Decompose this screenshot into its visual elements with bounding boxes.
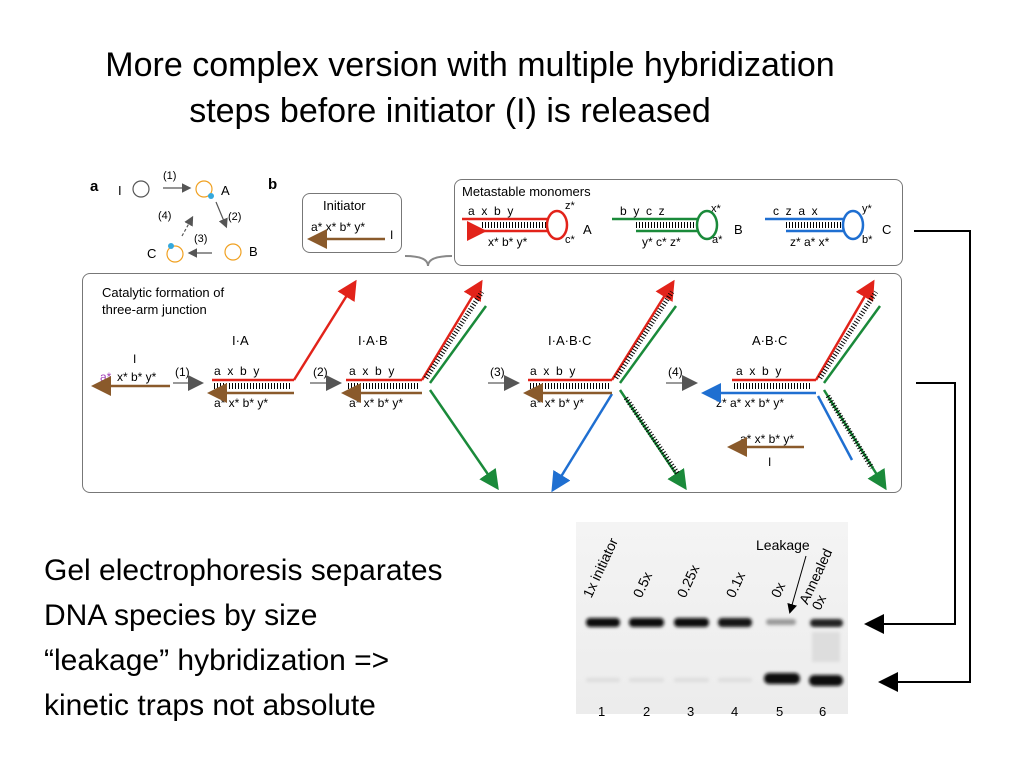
lane1-number: 1 (598, 704, 606, 719)
monomer-b-top-seq: b y c z (620, 204, 665, 218)
initiator-box-title: Initiator (323, 198, 366, 213)
panel-b-letter: b (268, 176, 278, 193)
monomers-box-title: Metastable monomers (462, 184, 591, 199)
lane2-number: 2 (643, 704, 651, 719)
band-lane5-low (764, 673, 800, 684)
node-b-label: B (249, 244, 258, 259)
node-c-label: C (147, 246, 157, 261)
monomer-c-loop-top: y* (862, 203, 872, 215)
lane5-number: 5 (776, 704, 784, 719)
band-lane6-low (809, 675, 843, 686)
catalytic-step3: (3) (490, 365, 505, 379)
complex-ia (207, 279, 357, 403)
slide-title-line1: More complex version with multiple hybri… (105, 46, 835, 84)
initiator-box-label: I (390, 228, 394, 242)
lane6-number: 6 (819, 704, 827, 719)
ia-bottom-seq: a* x* b* y* (214, 396, 269, 410)
monomer-b-hairpin (612, 209, 719, 241)
monomer-b-loop-bottom: a* (712, 234, 723, 246)
ia-top-seq: a x b y (214, 364, 260, 378)
monomer-b-name: B (734, 222, 743, 237)
monomer-c-name: C (882, 222, 892, 237)
band-lane2-low (629, 678, 664, 682)
stage-abc-label: A·B·C (752, 333, 788, 348)
complex-iab (341, 279, 499, 491)
complex-abc (701, 279, 887, 491)
stage-iabc-label: I·A·B·C (548, 333, 592, 348)
monomer-a-loop-bottom: c* (565, 234, 575, 246)
node-i-label: I (118, 183, 122, 198)
monomer-b-bottom-seq: y* c* z* (642, 235, 681, 249)
band-lane6-top (810, 619, 843, 627)
leakage-annotation: Leakage (756, 537, 810, 553)
panel-a-step3: (3) (194, 233, 208, 245)
band-lane1-top (586, 618, 620, 627)
monomer-c-loop-bottom: b* (862, 234, 873, 246)
abc-top-seq: a x b y (736, 364, 782, 378)
catalytic-title-line2: three-arm junction (102, 302, 207, 317)
node-a-label: A (221, 183, 230, 198)
catalytic-title-line1: Catalytic formation of (102, 285, 225, 300)
monomer-a-loop-top: z* (565, 200, 575, 212)
iab-bottom-seq: a* x* b* y* (349, 396, 404, 410)
monomer-a-top-seq: a x b y (468, 204, 514, 218)
monomer-a-bottom-seq: x* b* y* (488, 235, 528, 249)
gel-image (576, 522, 848, 714)
band-lane5-top (766, 619, 796, 625)
band-lane2-top (629, 618, 664, 627)
monomer-c-hairpin (765, 209, 865, 241)
panel-a-step4: (4) (158, 210, 172, 222)
lane4-number: 4 (731, 704, 739, 719)
lane3-number: 3 (687, 704, 695, 719)
iabc-bottom-seq: a* x* b* y* (530, 396, 585, 410)
complex-iabc (523, 279, 687, 493)
band-lane3-top (674, 618, 709, 627)
merge-bracket (404, 255, 453, 267)
gel-bands (576, 522, 848, 714)
catalytic-step1: (1) (175, 365, 190, 379)
body-line3: “leakage” hybridization => (44, 644, 390, 677)
catalytic-initiator-label: I (133, 352, 137, 366)
released-initiator-label: I (768, 455, 772, 469)
monomer-c-top-seq: c z a x (773, 204, 818, 218)
body-line2: DNA species by size (44, 599, 318, 632)
body-line4: kinetic traps not absolute (44, 689, 376, 722)
panel-a-step1: (1) (163, 170, 177, 182)
monomer-a-name: A (583, 222, 592, 237)
iab-top-seq: a x b y (349, 364, 395, 378)
body-text: Gel electrophoresis separates DNA specie… (44, 548, 544, 728)
stage-ia-label: I·A (232, 333, 249, 348)
catalytic-step4: (4) (668, 365, 683, 379)
catalytic-step2: (2) (313, 365, 328, 379)
body-line1: Gel electrophoresis separates (44, 554, 443, 587)
smear-lane6 (812, 632, 840, 662)
monomer-b-loop-top: x* (711, 203, 721, 215)
stage-iab-label: I·A·B (358, 333, 388, 348)
band-lane1-low (586, 678, 620, 682)
monomer-c-bottom-seq: z* a* x* (790, 235, 830, 249)
abc-bottom-seq: z* a* x* b* y* (716, 396, 785, 410)
slide-title-line2: steps before initiator (I) is released (189, 92, 711, 130)
monomer-a-hairpin (462, 209, 569, 241)
panel-a-step2: (2) (228, 211, 242, 223)
band-lane4-top (718, 618, 752, 627)
catalytic-initiator-seq: x* b* y* (117, 370, 157, 384)
band-lane3-low (674, 678, 709, 682)
panel-a-letter: a (90, 178, 99, 195)
released-initiator-seq: a* x* b* y* (740, 432, 795, 446)
connector-arrows (864, 230, 971, 692)
iabc-top-seq: a x b y (530, 364, 576, 378)
band-lane4-low (718, 678, 752, 682)
panel-a-cycle (132, 180, 242, 263)
